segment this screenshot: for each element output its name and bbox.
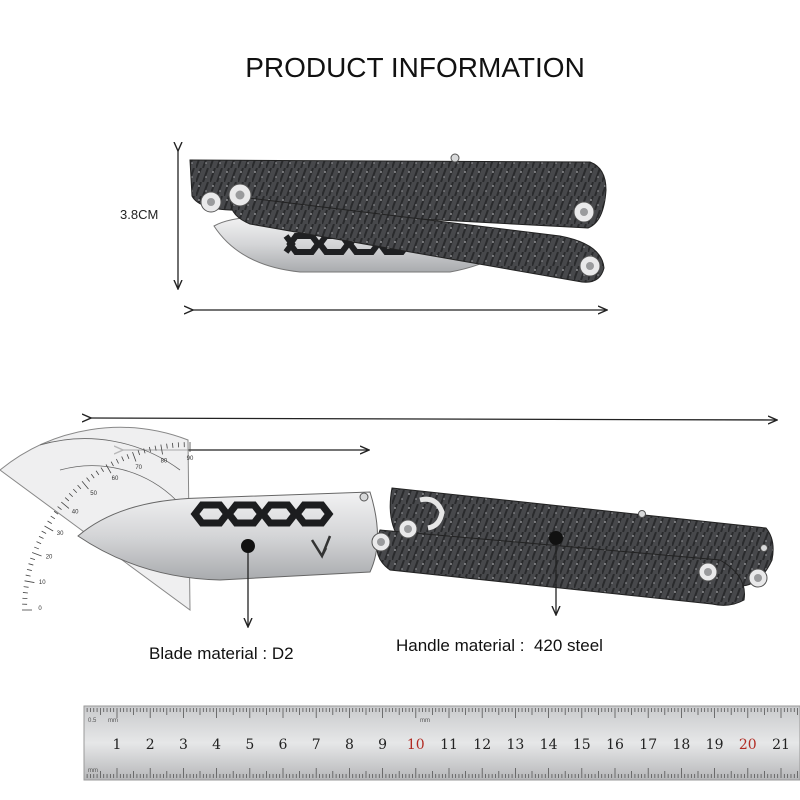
protractor-tick — [47, 520, 52, 524]
ruler-unit-mark: 0.5 — [88, 718, 97, 724]
ruler-number: 20 — [739, 737, 757, 753]
protractor-tick — [90, 473, 95, 479]
open-handle-screws — [359, 492, 768, 588]
ruler-number: 8 — [345, 737, 354, 753]
protractor-label: 70 — [135, 465, 142, 471]
ruler-number: 4 — [212, 737, 221, 753]
ruler-number: 6 — [279, 737, 288, 753]
ruler-number: 18 — [672, 737, 690, 753]
blade-material-callout: Blade material : D2 — [149, 644, 294, 663]
protractor-label: 0 — [38, 606, 42, 612]
open-length-arrow — [90, 418, 776, 420]
ruler-number: 1 — [113, 737, 122, 753]
protractor-tick — [36, 541, 42, 545]
protractor-tick — [50, 515, 56, 520]
protractor-tick — [121, 456, 125, 462]
protractor-tick — [31, 552, 42, 557]
protractor-label: 80 — [161, 458, 168, 464]
protractor-tick — [23, 586, 29, 588]
protractor-label: 30 — [57, 531, 64, 537]
protractor-tick — [132, 451, 137, 462]
protractor-label: 20 — [46, 555, 53, 561]
protractor-tick — [166, 443, 168, 449]
protractor-label: 40 — [72, 510, 79, 516]
protractor-tick — [105, 464, 112, 474]
protractor-tick — [77, 484, 82, 490]
page-title: PRODUCT INFORMATION — [245, 52, 585, 83]
protractor-tick — [41, 530, 47, 534]
protractor-tick — [26, 568, 32, 571]
protractor-tick — [110, 461, 114, 467]
open-bottom-handle — [376, 529, 745, 606]
protractor-tick — [95, 470, 100, 476]
protractor-label: 90 — [187, 456, 194, 462]
blade-callout-dot — [241, 539, 255, 553]
protractor-tick — [61, 501, 70, 509]
protractor-tick — [22, 592, 28, 594]
protractor-tick — [34, 546, 40, 550]
protractor-tick — [160, 444, 163, 455]
ruler-number: 5 — [245, 737, 254, 753]
protractor-tick — [148, 446, 151, 452]
ruler-number: 2 — [146, 737, 155, 753]
ruler-number: 13 — [506, 737, 524, 753]
protractor-tick — [137, 450, 141, 456]
protractor-tick — [154, 445, 157, 451]
blade-logo-icon — [310, 535, 332, 559]
protractor-tick — [100, 467, 104, 472]
protractor-label: 10 — [39, 580, 46, 586]
ruler-number: 14 — [540, 737, 558, 753]
protractor-tick — [53, 510, 59, 515]
protractor-tick — [73, 488, 78, 494]
handle-material-callout: Handle material : 420 steel — [396, 636, 603, 655]
ruler-number: 21 — [772, 737, 790, 753]
ruler-unit-mark: mm — [420, 718, 430, 724]
folded-knife-view — [178, 150, 606, 310]
open-knife-view: 0 10 20 30 40 50 60 70 80 90 — [0, 418, 776, 626]
protractor-tick — [143, 448, 146, 454]
protractor-tick — [38, 535, 44, 539]
ruler-unit-mark: mm — [108, 718, 118, 724]
ruler-number: 10 — [407, 737, 425, 753]
ruler-number: 12 — [473, 737, 491, 753]
protractor-label: 50 — [90, 491, 97, 497]
ruler-unit-mark: mm — [88, 768, 98, 774]
ruler-number: 7 — [312, 737, 321, 753]
ruler-number: 3 — [179, 737, 188, 753]
protractor-tick — [68, 493, 74, 498]
protractor-label: 60 — [112, 476, 119, 482]
protractor-tick — [86, 477, 90, 482]
latch-hook — [419, 496, 445, 531]
ruler-number: 16 — [606, 737, 624, 753]
bottom-handle — [230, 195, 605, 283]
protractor-tick — [172, 442, 174, 448]
protractor-tick — [30, 557, 36, 561]
protractor-tick — [57, 506, 62, 510]
protractor-tick — [24, 580, 35, 583]
ruler-number: 9 — [378, 737, 387, 753]
protractor-tick — [126, 454, 130, 460]
open-blade-cutout-pattern — [190, 501, 334, 527]
ruler-number: 17 — [639, 737, 657, 753]
handle-screws — [200, 153, 601, 277]
protractor-tick — [44, 525, 54, 532]
protractor-tick — [64, 497, 70, 502]
ruler-number: 11 — [440, 737, 458, 753]
protractor-tick — [25, 574, 31, 577]
ruler-number: 15 — [573, 737, 591, 753]
protractor-tick — [28, 563, 34, 566]
protractor-tick — [115, 458, 119, 464]
ruler-number: 19 — [706, 737, 724, 753]
protractor-tick — [81, 481, 89, 490]
height-dimension-label: 3.8CM — [120, 207, 159, 222]
handle-callout-dot — [549, 531, 563, 545]
